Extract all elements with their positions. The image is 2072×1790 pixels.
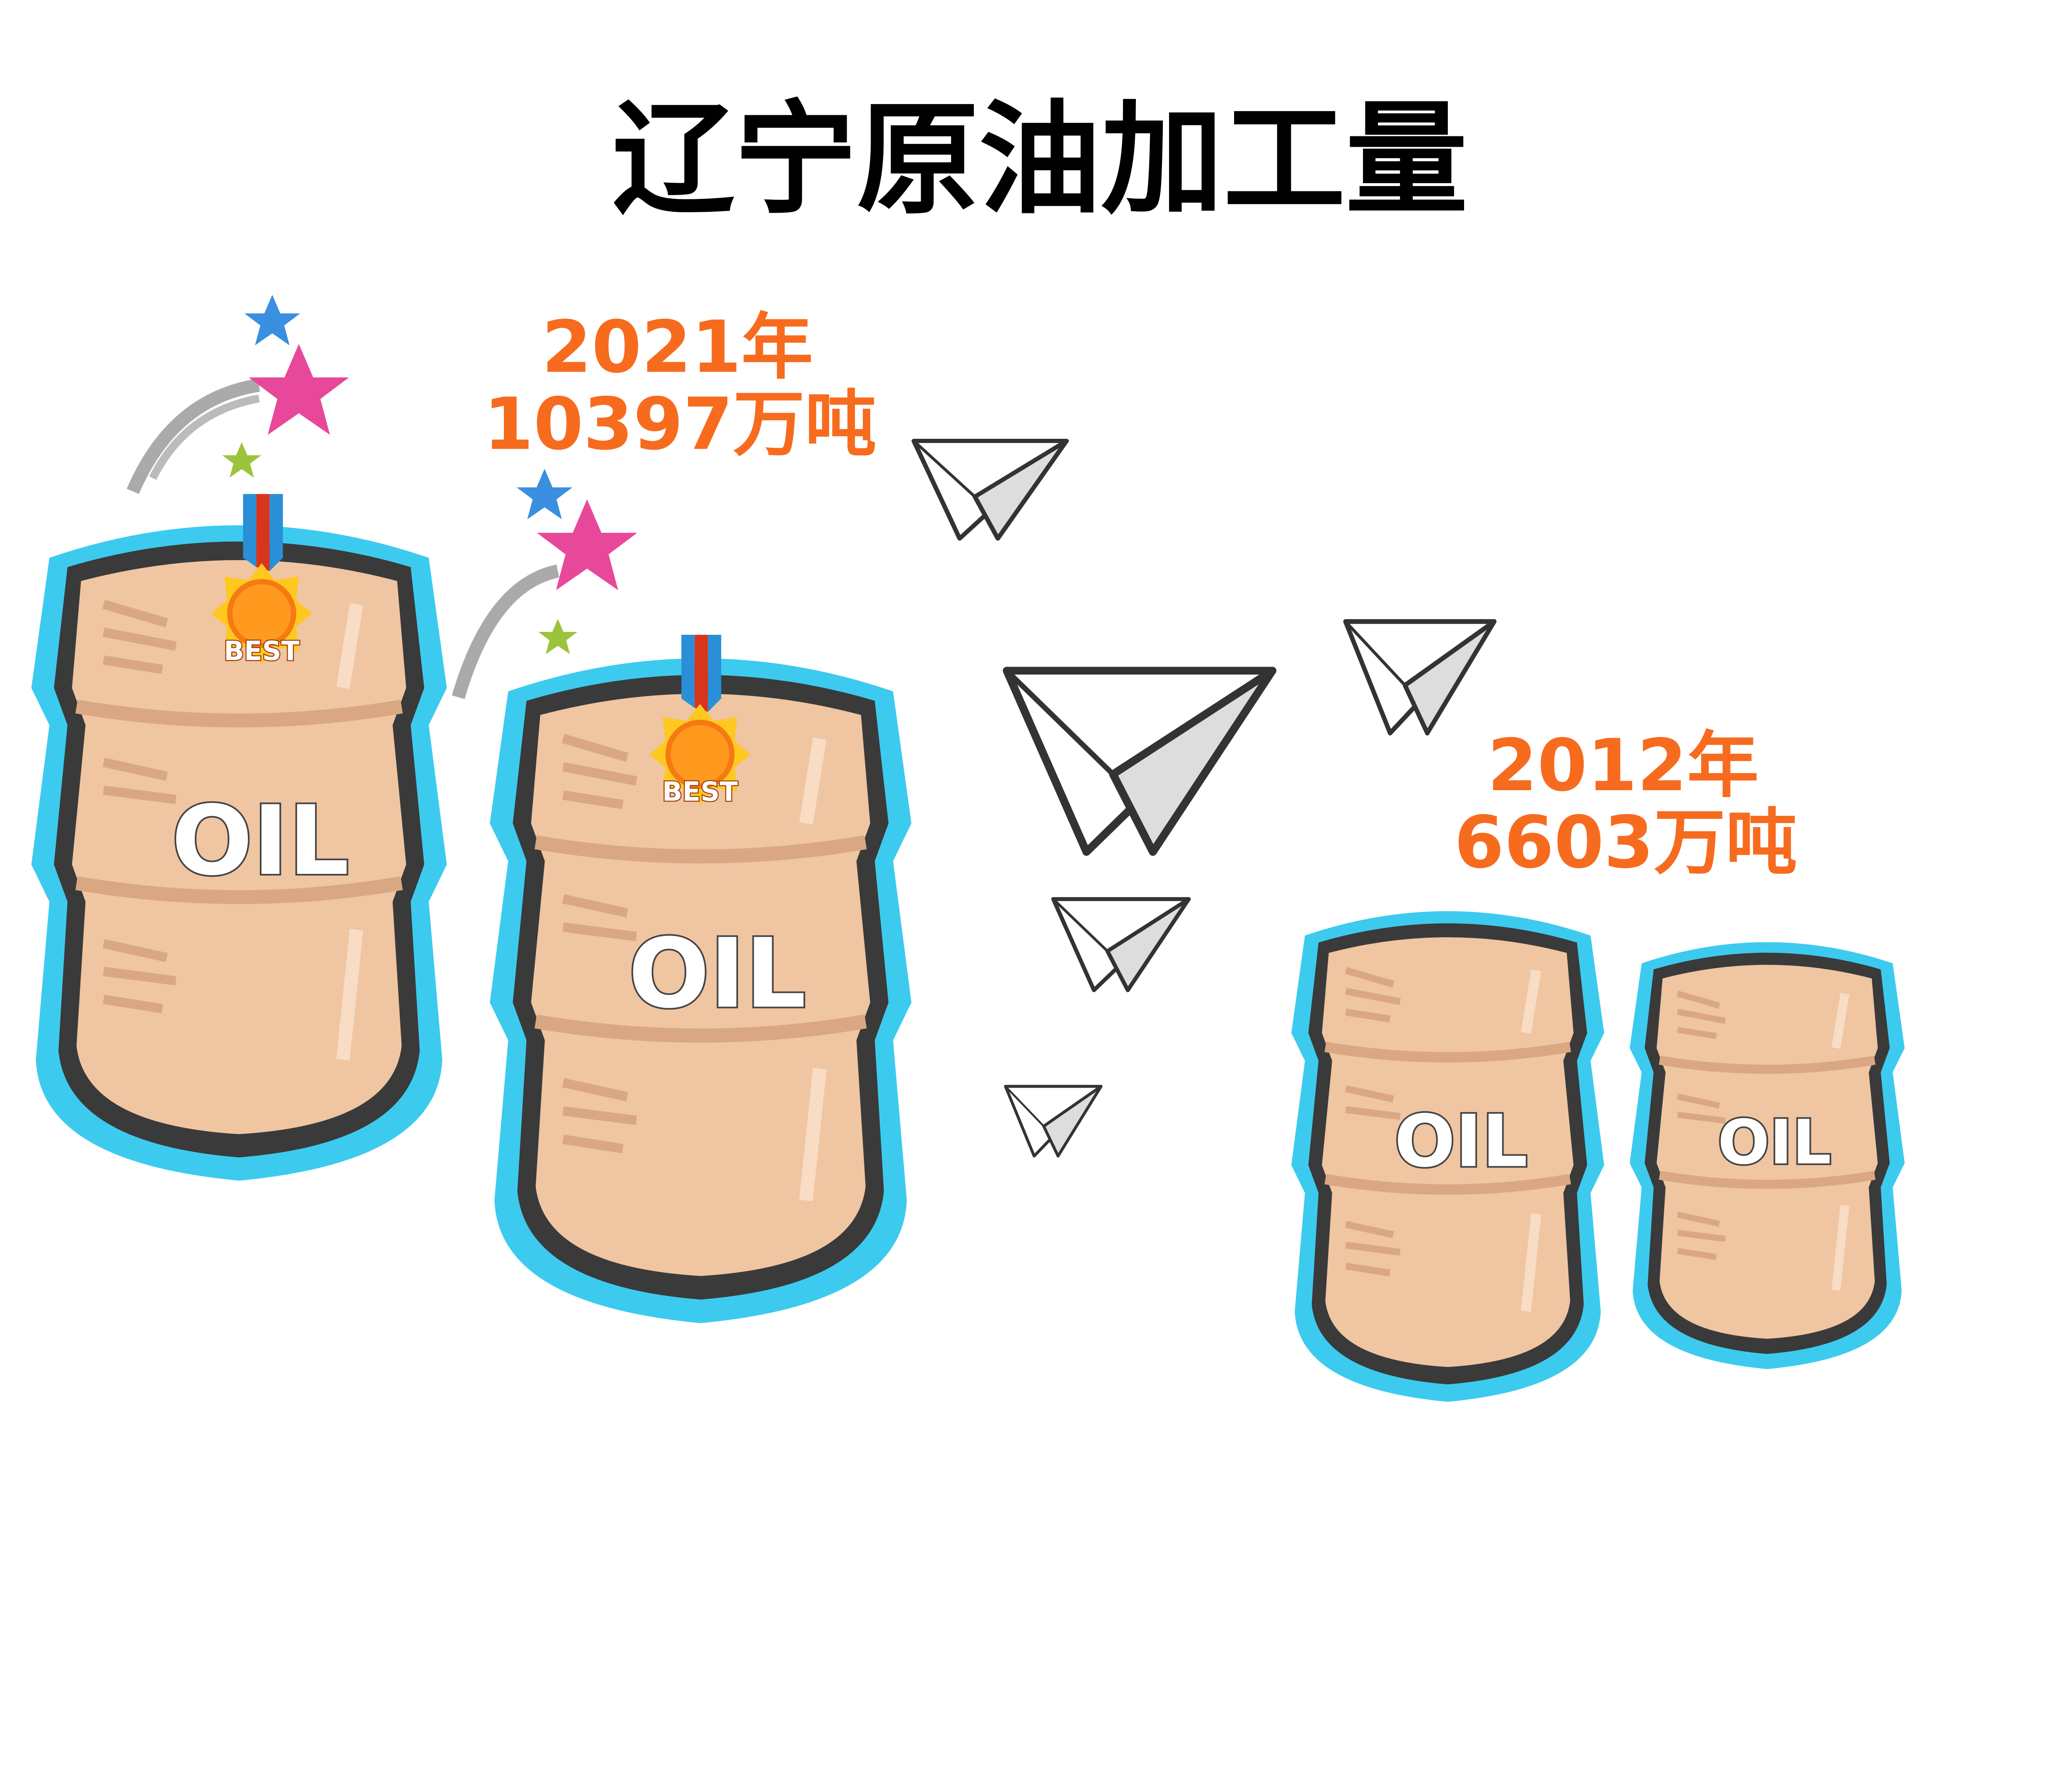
page-title: 辽宁原油加工量: [612, 88, 1468, 231]
star-icon: [516, 469, 573, 520]
star-icon: [222, 442, 261, 478]
label-year: 2021年: [542, 305, 813, 389]
star-icon: [244, 295, 300, 346]
medal-best-text: BEST: [224, 636, 300, 667]
star-icon: [249, 344, 349, 435]
barrel-oil-text: OIL: [628, 918, 806, 1029]
paper-plane-icon: [1346, 622, 1494, 733]
paper-plane-icon: [1053, 899, 1189, 990]
label-2012: 2012年 6603万吨: [1454, 723, 1797, 884]
label-2021: 2021年 10397万吨: [484, 305, 876, 466]
medal-best-text: BEST: [662, 777, 738, 808]
stars-decoration: [126, 295, 637, 699]
star-icon: [538, 619, 578, 654]
barrel-oil-text: OIL: [1394, 1099, 1528, 1183]
poster: 辽宁原油加工量 OIL BEST OIL BEST OIL OIL 2021年 …: [0, 88, 2072, 1554]
paper-plane-icon: [1007, 671, 1272, 852]
paper-plane-icon: [1005, 1086, 1101, 1156]
label-value: 6603万吨: [1454, 801, 1797, 884]
paper-plane-icon: [914, 441, 1067, 539]
barrel-oil-text: OIL: [1718, 1107, 1831, 1178]
barrel-oil-text: OIL: [172, 786, 349, 897]
label-year: 2012年: [1487, 723, 1759, 807]
label-value: 10397万吨: [484, 382, 876, 466]
